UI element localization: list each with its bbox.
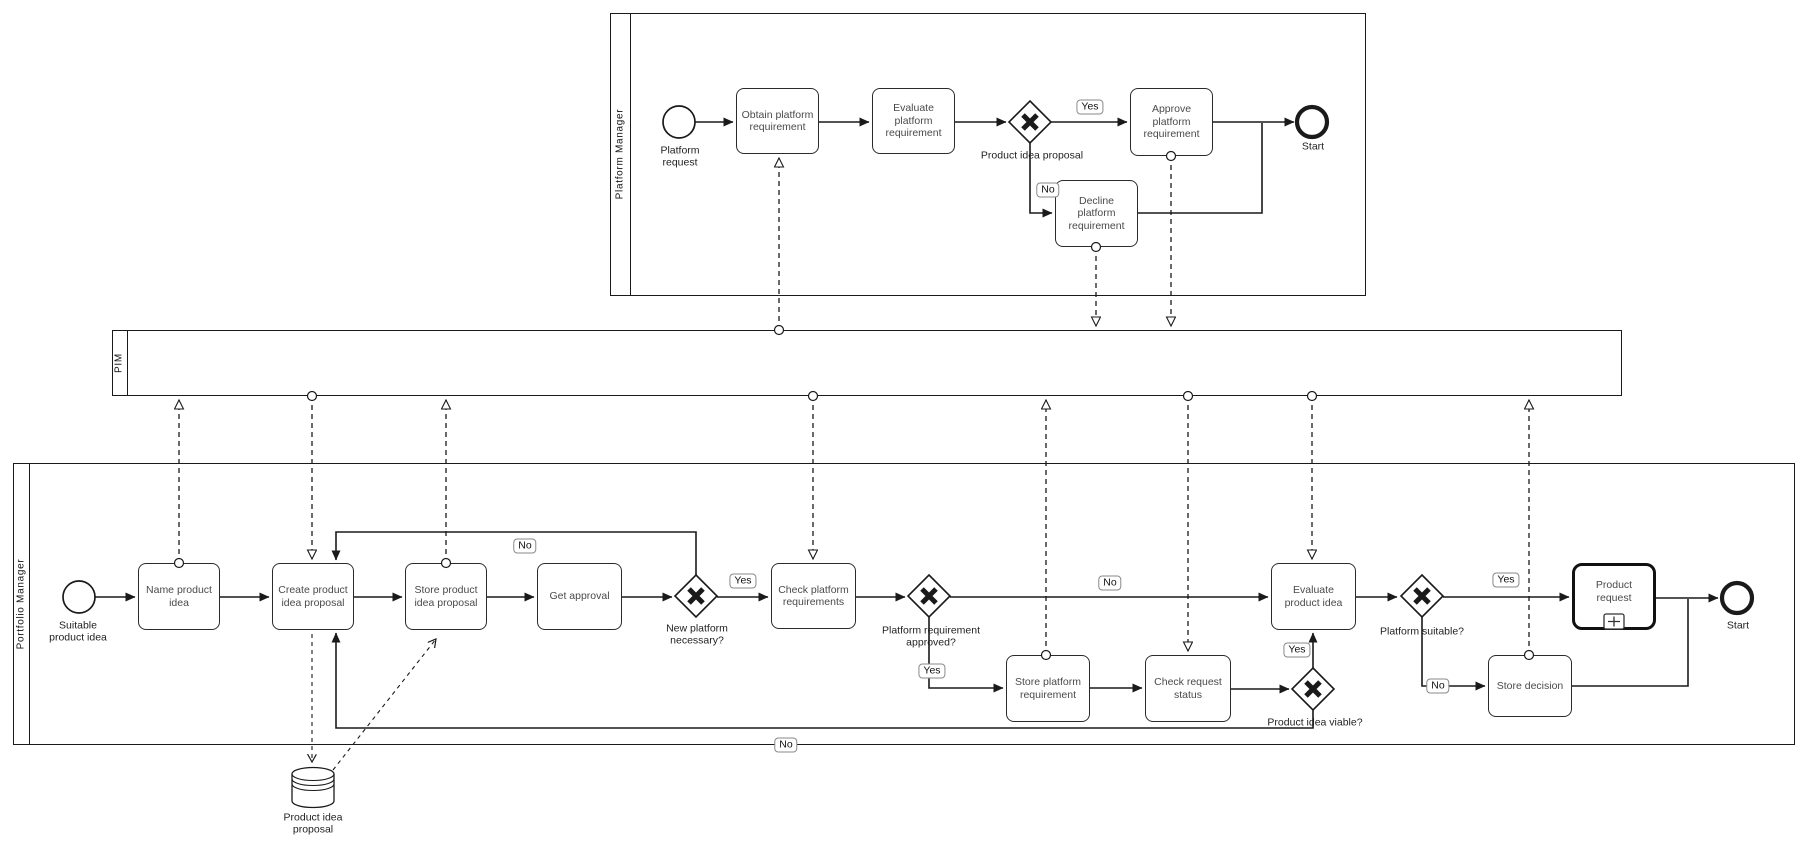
message-source-dot bbox=[1165, 150, 1177, 162]
sequence-flow-decline-merge bbox=[1138, 123, 1263, 214]
sequence-flow-store-decision-merge bbox=[1572, 599, 1689, 687]
message-source-dot bbox=[807, 390, 819, 402]
pool-pim[interactable] bbox=[112, 330, 1622, 396]
message-source-dot bbox=[1306, 390, 1318, 402]
x-marker-icon bbox=[1304, 680, 1322, 698]
gateway-product-idea-viable[interactable] bbox=[1290, 666, 1336, 712]
sequence-flow-no-loop-top bbox=[331, 531, 697, 575]
label-platform-request: Platform request bbox=[660, 144, 700, 168]
flow-label-no-evaluate-idea: No bbox=[1098, 575, 1122, 591]
message-source-dot bbox=[440, 557, 452, 569]
task-evaluate-platform-requirement[interactable]: Evaluate platform requirement bbox=[872, 88, 955, 154]
task-check-request-status[interactable]: Check request status bbox=[1145, 655, 1231, 722]
message-flow-source-dots bbox=[173, 150, 1535, 661]
sequence-flows-platform bbox=[695, 117, 1295, 218]
message-source-dot bbox=[1040, 649, 1052, 661]
label-product-idea-proposal-gateway: Product idea proposal bbox=[980, 149, 1084, 162]
label-suitable-product-idea: Suitable product idea bbox=[49, 619, 107, 643]
gateways bbox=[673, 99, 1445, 712]
label-new-platform-necessary: New platform necessary? bbox=[666, 622, 728, 646]
task-name-product-idea[interactable]: Name product idea bbox=[138, 563, 220, 630]
flow-label-no-viable-loop: No bbox=[774, 737, 798, 753]
task-store-decision[interactable]: Store decision bbox=[1488, 655, 1572, 717]
message-source-dot bbox=[773, 324, 785, 336]
label-platform-end: Start bbox=[1301, 140, 1325, 153]
task-check-platform-requirements[interactable]: Check platform requirements bbox=[771, 563, 856, 629]
start-event-suitable-product-idea[interactable] bbox=[62, 580, 96, 614]
task-evaluate-product-idea[interactable]: Evaluate product idea bbox=[1271, 563, 1356, 630]
flow-label-no-store-decision: No bbox=[1426, 678, 1450, 694]
message-source-dot bbox=[306, 390, 318, 402]
task-obtain-platform-requirement[interactable]: Obtain platform requirement bbox=[736, 88, 819, 154]
gateway-platform-requirement-approved[interactable] bbox=[906, 573, 952, 619]
data-association-datastore-store bbox=[332, 639, 436, 771]
data-associations bbox=[312, 634, 436, 771]
message-source-dot bbox=[1090, 241, 1102, 253]
gateway-new-platform-necessary[interactable] bbox=[673, 573, 719, 619]
gateway-platform-suitable[interactable] bbox=[1399, 573, 1445, 619]
label-platform-suitable: Platform suitable? bbox=[1379, 625, 1465, 638]
message-source-dot bbox=[173, 557, 185, 569]
flow-label-yes-viable: Yes bbox=[1283, 642, 1311, 658]
label-portfolio-end: Start bbox=[1726, 619, 1750, 632]
task-store-platform-requirement[interactable]: Store platform requirement bbox=[1006, 655, 1090, 722]
label-platform-requirement-approved: Platform requirement approved? bbox=[881, 624, 981, 648]
subprocess-plus-icon bbox=[1603, 613, 1625, 630]
label-datastore: Product idea proposal bbox=[283, 811, 343, 835]
x-marker-icon bbox=[687, 587, 705, 605]
sequence-flow-yes-store-platform bbox=[928, 617, 1004, 693]
message-flows bbox=[179, 156, 1529, 655]
flow-label-yes-approve: Yes bbox=[1076, 99, 1104, 115]
x-marker-icon bbox=[1413, 587, 1431, 605]
pool-platform-manager[interactable] bbox=[610, 13, 1366, 296]
sequence-flow-no-store-decision bbox=[1421, 617, 1486, 691]
pool-portfolio-manager[interactable] bbox=[13, 463, 1795, 745]
flow-label-yes-product-request: Yes bbox=[1492, 572, 1520, 588]
flow-label-no-decline: No bbox=[1036, 182, 1060, 198]
task-create-product-idea-proposal[interactable]: Create product idea proposal bbox=[272, 563, 354, 630]
sequence-flows-portfolio bbox=[95, 531, 1719, 729]
task-get-approval[interactable]: Get approval bbox=[537, 563, 622, 630]
task-store-product-idea-proposal[interactable]: Store product idea proposal bbox=[405, 563, 487, 630]
task-approve-platform-requirement[interactable]: Approve platform requirement bbox=[1130, 88, 1213, 156]
end-event-portfolio[interactable] bbox=[1719, 580, 1755, 616]
gateway-product-idea-proposal[interactable] bbox=[1007, 99, 1053, 145]
message-source-dot bbox=[1523, 649, 1535, 661]
flow-label-yes-check-platform: Yes bbox=[729, 573, 757, 589]
sequence-flow-no-decline bbox=[1029, 143, 1053, 218]
pool-portfolio-manager-label-band bbox=[14, 464, 30, 744]
flow-label-no-new-platform: No bbox=[513, 538, 537, 554]
flow-label-yes-store-platform: Yes bbox=[918, 663, 946, 679]
start-event-platform-request[interactable] bbox=[662, 105, 696, 139]
x-marker-icon bbox=[1021, 113, 1039, 131]
end-event-platform[interactable] bbox=[1294, 104, 1330, 140]
x-marker-icon bbox=[920, 587, 938, 605]
datastore-product-idea-proposal[interactable] bbox=[291, 766, 335, 809]
message-source-dot bbox=[1182, 390, 1194, 402]
label-product-idea-viable: Product idea viable? bbox=[1267, 716, 1363, 729]
task-decline-platform-requirement[interactable]: Decline platform requirement bbox=[1055, 180, 1138, 247]
pool-platform-manager-label-band bbox=[611, 14, 631, 295]
pool-pim-label-band bbox=[113, 331, 128, 395]
sequence-flow-no-loop-create bbox=[331, 632, 1314, 729]
